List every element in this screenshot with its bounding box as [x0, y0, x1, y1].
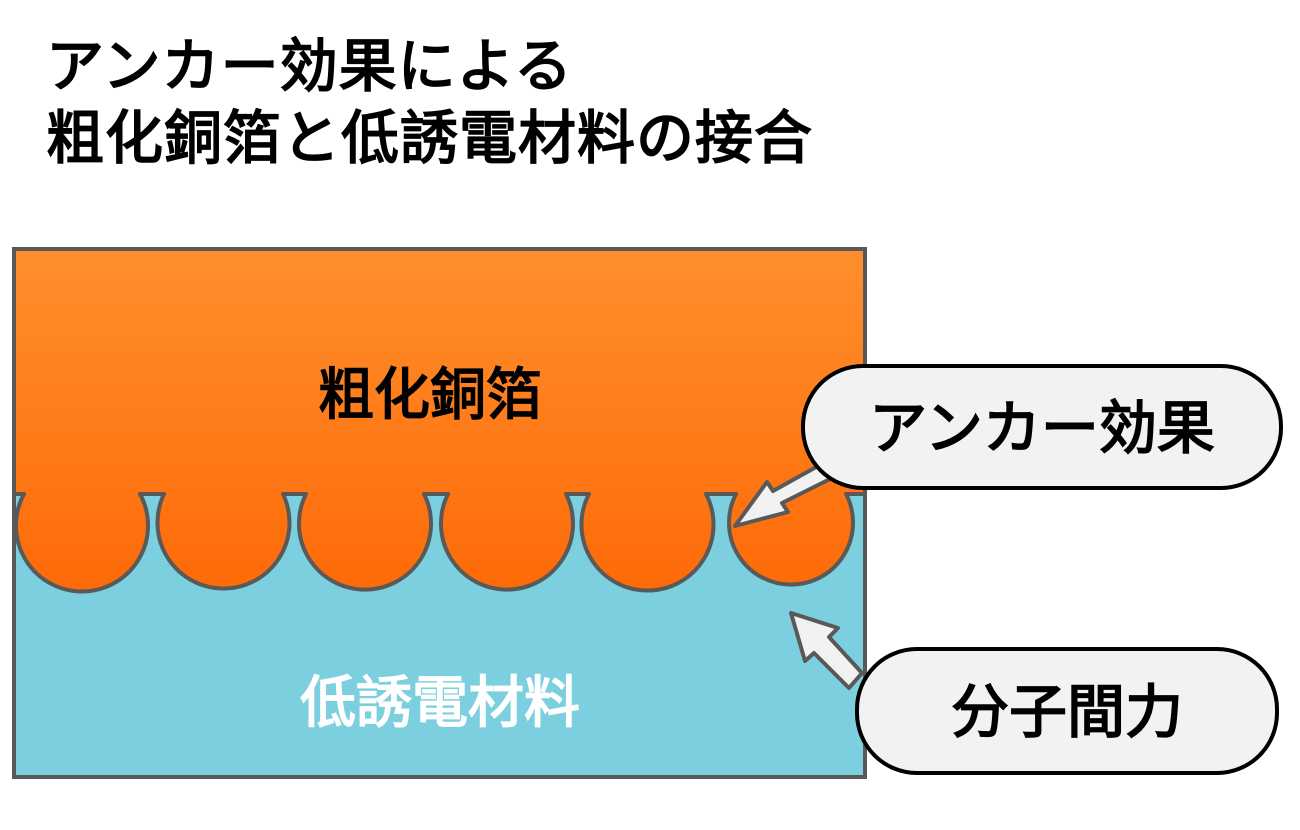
intermolecular-force-callout [855, 647, 1279, 775]
copper-foil-label: 粗化銅箔 [318, 363, 542, 428]
copper-foil-layer [14, 249, 865, 594]
anchor-effect-arrow [733, 459, 838, 528]
title-line-2: 粗化銅箔と低誘電材料の接合 [46, 104, 814, 172]
anchor-effect-callout [801, 364, 1283, 490]
anchor-effect-label: アンカー効果 [869, 394, 1215, 462]
dielectric-label: 低誘電材料 [300, 671, 580, 736]
title-line-1: アンカー効果による [46, 32, 573, 100]
intermolecular-force-label: 分子間力 [951, 678, 1183, 746]
diagram-frame [12, 247, 867, 779]
dielectric-layer [14, 494, 865, 777]
intermolecular-force-arrow [789, 611, 864, 690]
page-title: アンカー効果による 粗化銅箔と低誘電材料の接合 [46, 30, 813, 174]
